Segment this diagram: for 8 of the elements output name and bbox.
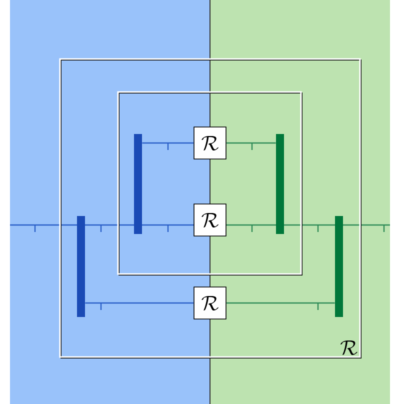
square-frame: [117, 91, 302, 276]
label-box: $\mathcal{R}$: [194, 204, 226, 236]
bar: [134, 134, 142, 234]
label-box: $\mathcal{R}$: [194, 286, 226, 320]
bar: [335, 216, 343, 317]
label-box: $\mathcal{R}$: [194, 126, 226, 160]
bar: [77, 216, 85, 317]
bar: [276, 134, 284, 234]
